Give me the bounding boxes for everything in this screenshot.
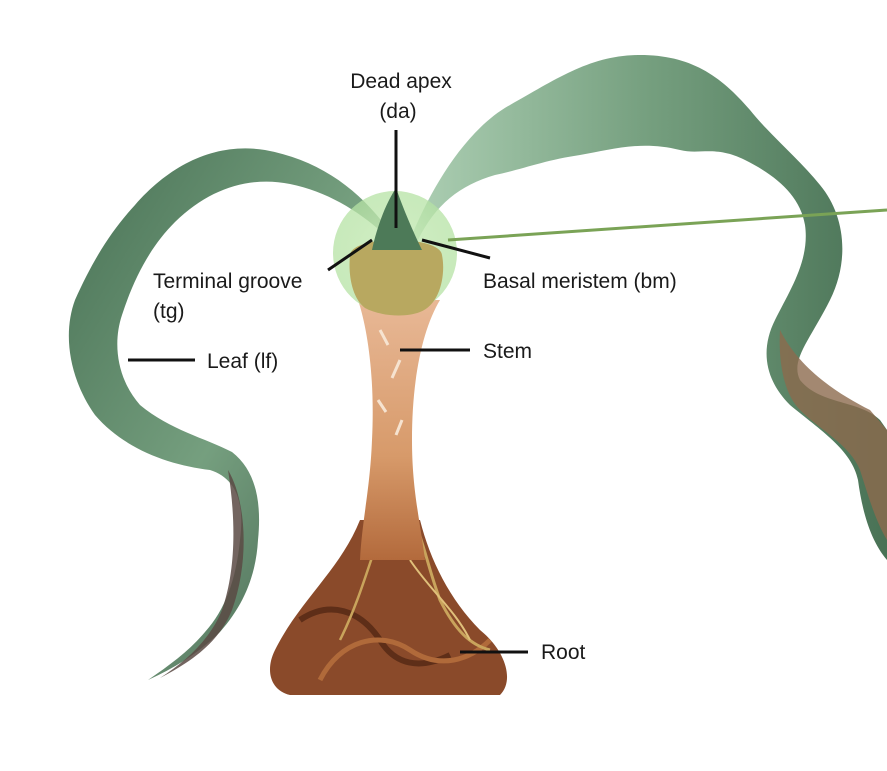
basal-meristem-body	[349, 240, 444, 316]
label-root: Root	[541, 641, 586, 664]
label-terminal-groove-line2: (tg)	[153, 300, 185, 323]
zoom-pointer-line	[447, 208, 887, 242]
leaf-left	[68, 148, 391, 680]
leaf-right	[410, 55, 887, 560]
label-leaf: Leaf (lf)	[207, 350, 278, 373]
terminal-groove-leader	[327, 238, 373, 272]
label-terminal-groove-line1: Terminal groove	[153, 270, 302, 293]
stem	[358, 300, 440, 560]
label-basal-meristem: Basal meristem (bm)	[483, 270, 677, 293]
label-dead-apex-line2: (da)	[379, 100, 416, 123]
label-stem: Stem	[483, 340, 532, 363]
label-dead-apex-line1: Dead apex	[350, 70, 452, 93]
basal-meristem-leader	[421, 238, 491, 260]
